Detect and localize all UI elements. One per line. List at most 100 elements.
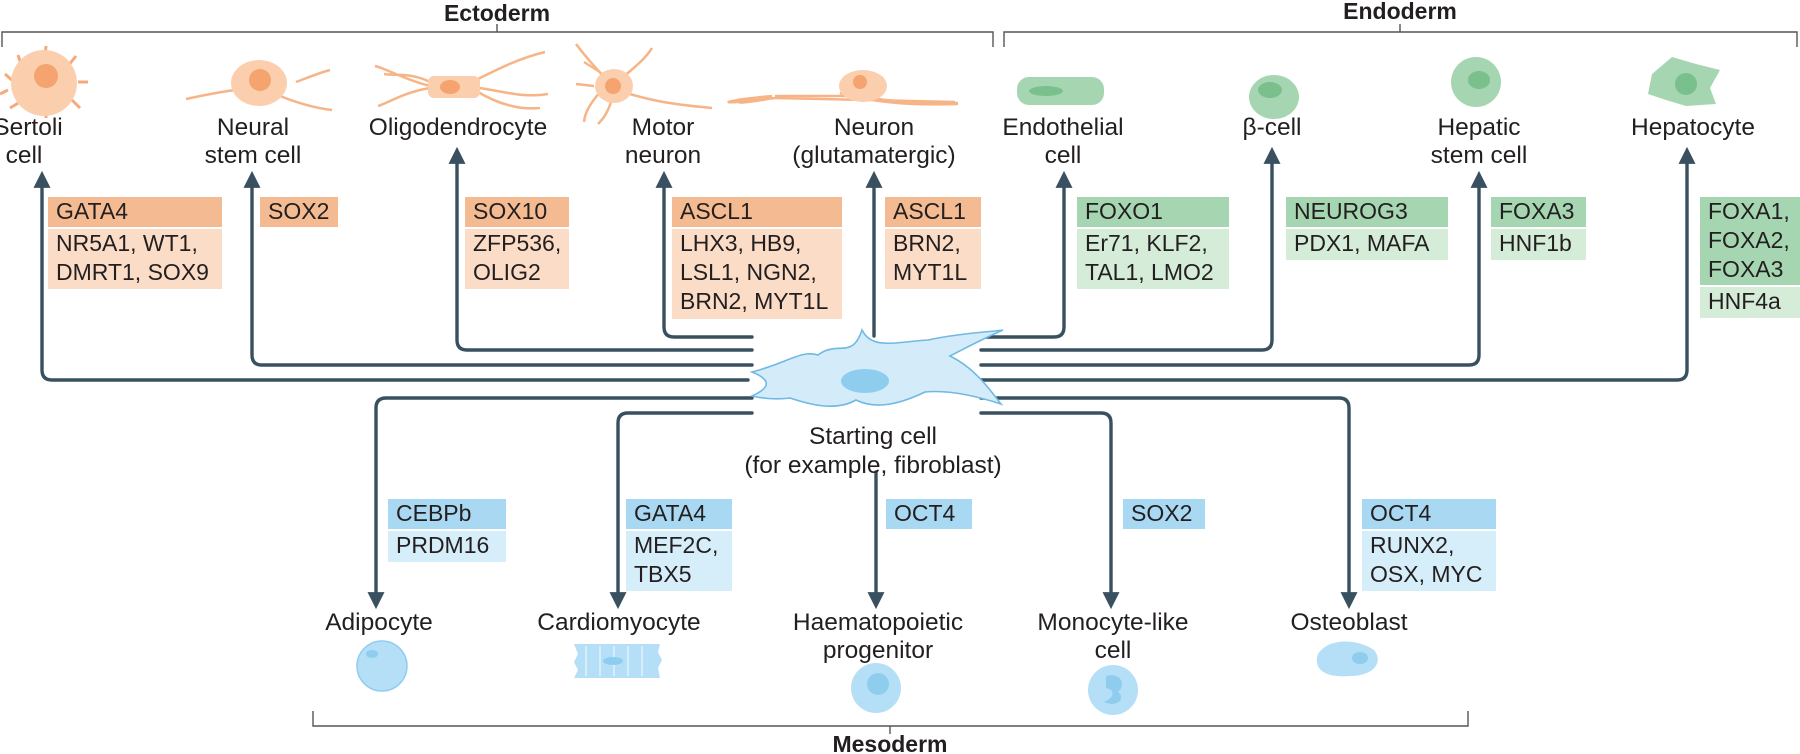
tf-hepatic-stem-primary: FOXA3 [1491,197,1586,227]
glutamatergic-neuron-icon [727,70,959,106]
label-haematopoietic-line2: progenitor [823,637,933,664]
tf-hepatic-stem-secondary: HNF1b [1491,229,1586,260]
tf-hepatocyte-primary: FOXA1, FOXA2, FOXA3 [1700,197,1800,285]
tf-line: OLIG2 [473,259,541,285]
ectoderm-arrows [33,146,883,382]
arrow-sertoli [33,170,750,382]
arrow-osteoblast [979,396,1358,610]
label-motor-neuron-line1: Motor [632,114,695,141]
oligodendrocyte-icon [374,50,549,110]
tf-line: LHX3, HB9, [680,230,802,256]
label-monocyte-line1: Monocyte-like [1037,609,1188,636]
tf-neuron-glut-primary: ASCL1 [885,197,981,227]
label-endothelial-line1: Endothelial [1002,114,1123,141]
endoderm-bracket [1003,24,1798,47]
arrow-oligodendrocyte [448,146,754,352]
arrow-monocyte [979,411,1120,610]
tf-line: LSL1, NGN2, [680,259,817,285]
tf-cardiomyocyte-secondary: MEF2C, TBX5 [626,531,732,591]
label-hepatocyte: Hepatocyte [1631,114,1755,141]
label-monocyte-line2: cell [1095,637,1132,664]
tf-oligodendrocyte-primary: SOX10 [465,197,569,227]
motor-neuron-icon [575,43,713,125]
neural-stem-cell-icon [185,60,333,112]
tf-oligodendrocyte-secondary: ZFP536, OLIG2 [465,229,569,289]
tf-sertoli-primary: GATA4 [48,197,222,227]
label-adipocyte: Adipocyte [325,609,433,636]
tf-line: HNF1b [1499,230,1572,256]
starting-cell-label: Starting cell [809,423,937,450]
tf-line: HNF4a [1708,288,1781,314]
haematopoietic-progenitor-icon [851,663,901,713]
tf-line: PRDM16 [396,532,490,558]
arrow-beta-cell [979,146,1281,352]
tf-monocyte-primary: SOX2 [1123,499,1205,529]
tf-line: ZFP536, [473,230,562,256]
label-sertoli-line1: Sertoli [0,114,63,141]
tf-beta-cell-secondary: PDX1, MAFA [1286,229,1448,260]
label-motor-neuron-line2: neuron [625,142,701,169]
monocyte-like-cell-icon [1088,665,1138,715]
tf-osteoblast-secondary: RUNX2,OSX, MYC [1362,531,1496,591]
label-neural-stem-line1: Neural [217,114,289,141]
arrow-neural-stem [243,170,754,367]
fibroblast-illustration [749,327,1004,407]
tf-line: NR5A1, WT1, [56,230,198,256]
endoderm-arrows [979,146,1696,382]
tf-line: BRN2, MYT1L [680,288,829,314]
arrow-hepatocyte [979,146,1696,382]
tf-line: MEF2C, [634,532,719,558]
label-hepatic-stem-line1: Hepatic [1437,114,1520,141]
tf-endothelial-primary: FOXO1 [1077,197,1229,227]
tf-line: FOXA1, [1708,198,1790,224]
osteoblast-icon [1316,641,1378,677]
label-oligodendrocyte: Oligodendrocyte [369,114,547,141]
tf-line: DMRT1, SOX9 [56,259,209,285]
tf-motor-neuron-primary: ASCL1 [672,197,842,227]
arrow-endothelial [979,170,1073,339]
starting-cell-example: (for example, fibroblast) [744,452,1001,479]
label-hepatic-stem-line2: stem cell [1431,142,1528,169]
tf-adipocyte-primary: CEBPb [388,499,506,529]
tf-line: MYT1L [893,259,968,285]
endothelial-cell-icon [1017,77,1104,105]
arrow-cardiomyocyte [609,411,754,610]
arrow-motor-neuron [655,170,754,339]
label-neuron-glut-line1: Neuron [834,114,914,141]
tf-cardiomyocyte-primary: GATA4 [626,499,732,529]
tf-line: BRN2, [893,230,961,256]
mesoderm-arrows [367,396,1358,610]
arrow-hepatic-stem [979,170,1488,367]
hepatocyte-icon [1648,57,1720,106]
tf-line: TBX5 [634,561,692,587]
label-cardiomyocyte: Cardiomyocyte [537,609,700,636]
tf-line: FOXA2, [1708,227,1790,253]
tf-haematopoietic-primary: OCT4 [886,499,972,529]
label-endothelial-line2: cell [1045,142,1082,169]
tf-line: FOXA3 [1708,256,1784,282]
adipocyte-icon [356,640,408,692]
ectoderm-bracket [1,24,994,47]
label-neural-stem-line2: stem cell [205,142,302,169]
mesoderm-bracket [312,711,1469,734]
tf-line: Er71, KLF2, [1085,230,1208,256]
tf-line: OSX, MYC [1370,561,1483,587]
tf-sertoli-secondary: NR5A1, WT1, DMRT1, SOX9 [48,229,222,289]
sertoli-cell-icon [0,45,88,118]
label-beta-cell: β-cell [1242,114,1301,141]
tf-line: PDX1, MAFA [1294,230,1430,256]
tf-neuron-glut-secondary: BRN2, MYT1L [885,229,981,289]
cardiomyocyte-icon [574,644,662,678]
tf-hepatocyte-secondary: HNF4a [1700,287,1800,318]
beta-cell-icon [1249,75,1299,119]
arrow-adipocyte [367,396,754,610]
hepatic-stem-cell-icon [1451,57,1501,107]
endoderm-title: Endoderm [1343,0,1457,24]
label-haematopoietic-line1: Haematopoietic [793,609,963,636]
tf-adipocyte-secondary: PRDM16 [388,531,506,562]
label-osteoblast: Osteoblast [1290,609,1407,636]
label-neuron-glut-line2: (glutamatergic) [792,142,955,169]
tf-motor-neuron-secondary: LHX3, HB9, LSL1, NGN2, BRN2, MYT1L [672,229,842,319]
tf-endothelial-secondary: Er71, KLF2,TAL1, LMO2 [1077,229,1229,289]
